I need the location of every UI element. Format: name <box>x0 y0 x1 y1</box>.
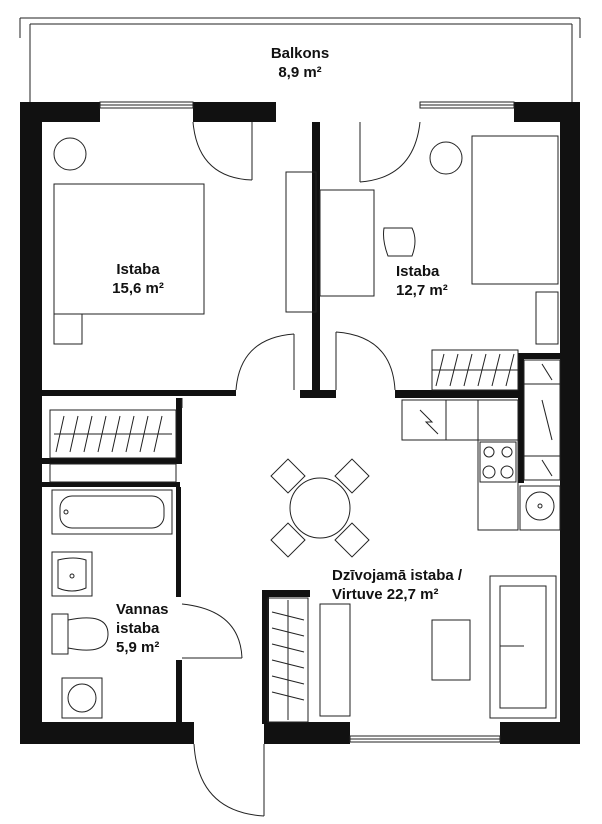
label-bedroom-left: Istaba 15,6 m² <box>88 260 188 298</box>
bedroom-left-name: Istaba <box>116 261 160 278</box>
bedroom-right-name: Istaba <box>396 263 440 280</box>
living-kitchen-line1: Dzīvojamā istaba / <box>332 567 463 584</box>
left-bedroom-furniture <box>49 137 205 483</box>
label-bathroom: Vannas istaba 5,9 m² <box>116 600 186 657</box>
wardrobe-hangers-hall <box>271 600 305 720</box>
bathroom-line2: istaba <box>116 620 160 637</box>
wardrobe-hangers-left <box>54 415 172 453</box>
balcony-name: Balkons <box>270 45 330 62</box>
label-bedroom-right: Istaba 12,7 m² <box>396 262 496 300</box>
stove-burners <box>479 441 517 483</box>
balcony-area: 8,9 m² <box>278 64 322 81</box>
dining-table <box>270 458 370 558</box>
living-kitchen-line2: Virtuve 22,7 m² <box>332 586 439 603</box>
bathroom-fixtures <box>51 489 173 719</box>
balcony-outline <box>19 17 581 102</box>
doors <box>181 121 421 817</box>
windows <box>99 101 515 743</box>
right-bedroom-furniture <box>285 135 559 391</box>
exterior-walls <box>20 102 580 744</box>
bedroom-left-area: 15,6 m² <box>112 280 164 297</box>
living-furniture <box>267 575 557 723</box>
label-balcony: Balkons 8,9 m² <box>250 44 350 82</box>
bathroom-line3: 5,9 m² <box>116 639 160 656</box>
wardrobe-hangers-right <box>432 353 518 387</box>
kitchen-counters <box>401 359 561 531</box>
label-living-kitchen: Dzīvojamā istaba / Virtuve 22,7 m² <box>332 566 502 604</box>
bedroom-right-area: 12,7 m² <box>396 282 448 299</box>
bathroom-line1: Vannas <box>116 601 169 618</box>
